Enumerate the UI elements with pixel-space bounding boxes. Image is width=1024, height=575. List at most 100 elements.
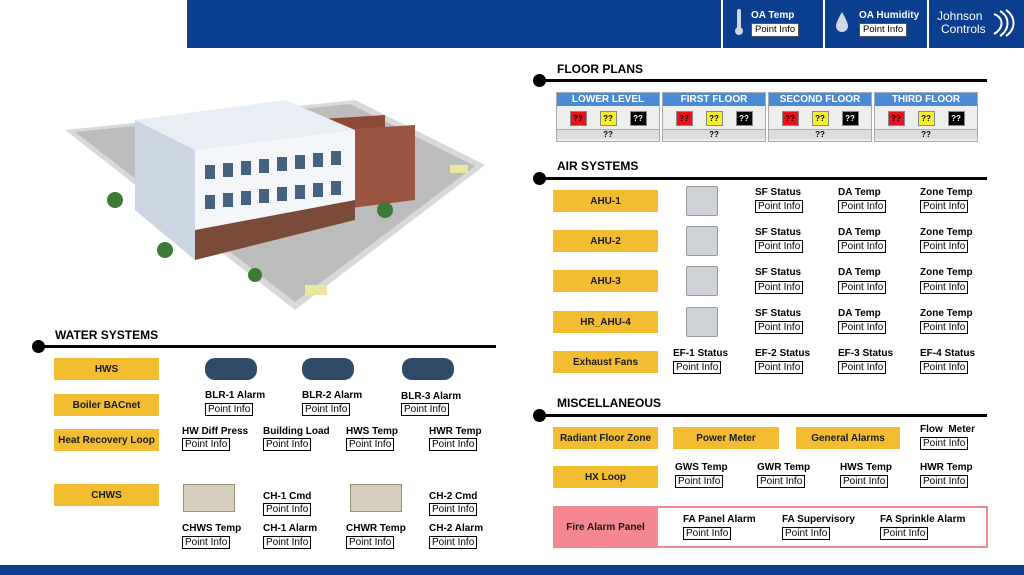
- floor-plan-first-floor[interactable]: FIRST FLOOR ?? ?? ?? ??: [662, 92, 766, 142]
- hr-ahu-4-button[interactable]: HR_AHU-4: [553, 311, 658, 333]
- ch2-alarm-point-info[interactable]: Point Info: [429, 536, 478, 549]
- oa-humidity-point-info[interactable]: Point Info: [859, 23, 908, 37]
- power-meter-button[interactable]: Power Meter: [673, 427, 779, 449]
- hw-diff-press-point-info[interactable]: Point Info: [182, 438, 231, 451]
- alarm-count: ??: [781, 111, 799, 126]
- hwr-temp-label: HWR Temp: [920, 462, 973, 473]
- hws-temp-point-info[interactable]: Point Info: [840, 475, 889, 488]
- ahu1-da-temp-point-info[interactable]: Point Info: [838, 200, 887, 213]
- oa-temp-point-info[interactable]: Point Info: [751, 23, 800, 37]
- boiler-bacnet-button[interactable]: Boiler BACnet: [54, 394, 159, 416]
- chws-temp-point-info[interactable]: Point Info: [182, 536, 231, 549]
- ahu3-sf-status-label: SF Status: [755, 267, 802, 278]
- ahu2-zone-temp-point-info[interactable]: Point Info: [920, 240, 969, 253]
- chwr-temp-point-info[interactable]: Point Info: [346, 536, 395, 549]
- building-load-point-info[interactable]: Point Info: [263, 438, 312, 451]
- air-handler-icon: [686, 226, 718, 256]
- ahu-2-button[interactable]: AHU-2: [553, 230, 658, 252]
- water-drop-icon: [835, 11, 849, 38]
- ahu4-sf-status-point-info[interactable]: Point Info: [755, 321, 804, 334]
- offline-count: ??: [947, 111, 965, 126]
- air-handler-icon: [686, 266, 718, 296]
- ahu1-sf-status-point-info[interactable]: Point Info: [755, 200, 804, 213]
- hws-button[interactable]: HWS: [54, 358, 159, 380]
- header-divider: [927, 0, 929, 48]
- floor-plan-second-floor[interactable]: SECOND FLOOR ?? ?? ?? ??: [768, 92, 872, 142]
- thermometer-icon: [735, 8, 743, 41]
- oa-humidity-label: OA Humidity: [859, 10, 920, 21]
- ef3-status-point-info[interactable]: Point Info: [838, 361, 887, 374]
- ef1-status-point-info[interactable]: Point Info: [673, 361, 722, 374]
- ahu3-da-temp-point-info[interactable]: Point Info: [838, 281, 887, 294]
- blr1-alarm-point-info[interactable]: Point Info: [205, 403, 254, 416]
- header-divider: [721, 0, 723, 48]
- ahu2-sf-status-point-info[interactable]: Point Info: [755, 240, 804, 253]
- ahu-3-button[interactable]: AHU-3: [553, 270, 658, 292]
- ef4-status-point-info[interactable]: Point Info: [920, 361, 969, 374]
- hwr-temp-point-info[interactable]: Point Info: [920, 475, 969, 488]
- ahu-1-button[interactable]: AHU-1: [553, 190, 658, 212]
- floor-plans-title: FLOOR PLANS: [557, 62, 643, 76]
- radiant-floor-zone-button[interactable]: Radiant Floor Zone: [553, 427, 658, 449]
- ch1-cmd-label: CH-1 Cmd: [263, 491, 312, 502]
- fa-supervisory-point-info[interactable]: Point Info: [782, 527, 831, 540]
- ch1-alarm-point-info[interactable]: Point Info: [263, 536, 312, 549]
- boiler-icon: [402, 358, 454, 380]
- chws-button[interactable]: CHWS: [54, 484, 159, 506]
- gws-temp-point-info[interactable]: Point Info: [675, 475, 724, 488]
- section-divider: [540, 79, 987, 82]
- blr3-alarm-point-info[interactable]: Point Info: [401, 403, 450, 416]
- hws-temp-label: HWS Temp: [346, 426, 399, 437]
- hx-loop-button[interactable]: HX Loop: [553, 466, 658, 488]
- blr2-alarm-point-info[interactable]: Point Info: [302, 403, 351, 416]
- ahu4-da-temp-point-info[interactable]: Point Info: [838, 321, 887, 334]
- boiler-icon: [302, 358, 354, 380]
- ef2-status-point-info[interactable]: Point Info: [755, 361, 804, 374]
- ahu3-zone-temp-label: Zone Temp: [920, 267, 973, 278]
- ahu1-zone-temp-point-info[interactable]: Point Info: [920, 200, 969, 213]
- gwr-temp-point-info[interactable]: Point Info: [757, 475, 806, 488]
- ahu4-da-temp-label: DA Temp: [838, 308, 881, 319]
- title-box: [0, 0, 187, 48]
- floor-status: ??: [557, 129, 659, 139]
- ch2-alarm-label: CH-2 Alarm: [429, 523, 484, 534]
- fa-supervisory-label: FA Supervisory: [782, 514, 855, 525]
- building-load-label: Building Load: [263, 426, 330, 437]
- gwr-temp-label: GWR Temp: [757, 462, 811, 473]
- jci-globe-icon: [990, 8, 1018, 43]
- blr3-alarm-label: BLR-3 Alarm: [401, 391, 462, 402]
- general-alarms-button[interactable]: General Alarms: [796, 427, 900, 449]
- ahu3-da-temp-label: DA Temp: [838, 267, 881, 278]
- ahu2-zone-temp-label: Zone Temp: [920, 227, 973, 238]
- warning-count: ??: [917, 111, 935, 126]
- offline-count: ??: [629, 111, 647, 126]
- heat-recovery-loop-button[interactable]: Heat Recovery Loop: [54, 429, 159, 451]
- flow-meter-point-info[interactable]: Point Info: [920, 437, 969, 450]
- ch1-cmd-point-info[interactable]: Point Info: [263, 503, 312, 516]
- ahu3-zone-temp-point-info[interactable]: Point Info: [920, 281, 969, 294]
- alarm-count: ??: [675, 111, 693, 126]
- hwr-temp-point-info[interactable]: Point Info: [429, 438, 478, 451]
- ahu2-da-temp-point-info[interactable]: Point Info: [838, 240, 887, 253]
- building-image: [55, 70, 495, 320]
- ch2-cmd-label: CH-2 Cmd: [429, 491, 478, 502]
- alarm-count: ??: [569, 111, 587, 126]
- header-divider: [823, 0, 825, 48]
- ahu1-sf-status-label: SF Status: [755, 187, 802, 198]
- exhaust-fans-button[interactable]: Exhaust Fans: [553, 351, 658, 373]
- chwr-temp-label: CHWR Temp: [346, 523, 406, 534]
- fire-alarm-panel-button[interactable]: Fire Alarm Panel: [553, 506, 658, 548]
- hws-temp-point-info[interactable]: Point Info: [346, 438, 395, 451]
- fa-panel-alarm-label: FA Panel Alarm: [683, 514, 756, 525]
- floor-plan-third-floor[interactable]: THIRD FLOOR ?? ?? ?? ??: [874, 92, 978, 142]
- section-bullet: [533, 409, 546, 422]
- fa-panel-alarm-point-info[interactable]: Point Info: [683, 527, 732, 540]
- ahu4-zone-temp-point-info[interactable]: Point Info: [920, 321, 969, 334]
- warning-count: ??: [811, 111, 829, 126]
- ahu3-sf-status-point-info[interactable]: Point Info: [755, 281, 804, 294]
- johnson-controls-logo: Johnson Controls: [937, 9, 986, 36]
- floor-plan-lower-level[interactable]: LOWER LEVEL ?? ?? ?? ??: [556, 92, 660, 142]
- ch2-cmd-point-info[interactable]: Point Info: [429, 503, 478, 516]
- chws-temp-label: CHWS Temp: [182, 523, 242, 534]
- fa-sprinkle-alarm-point-info[interactable]: Point Info: [880, 527, 929, 540]
